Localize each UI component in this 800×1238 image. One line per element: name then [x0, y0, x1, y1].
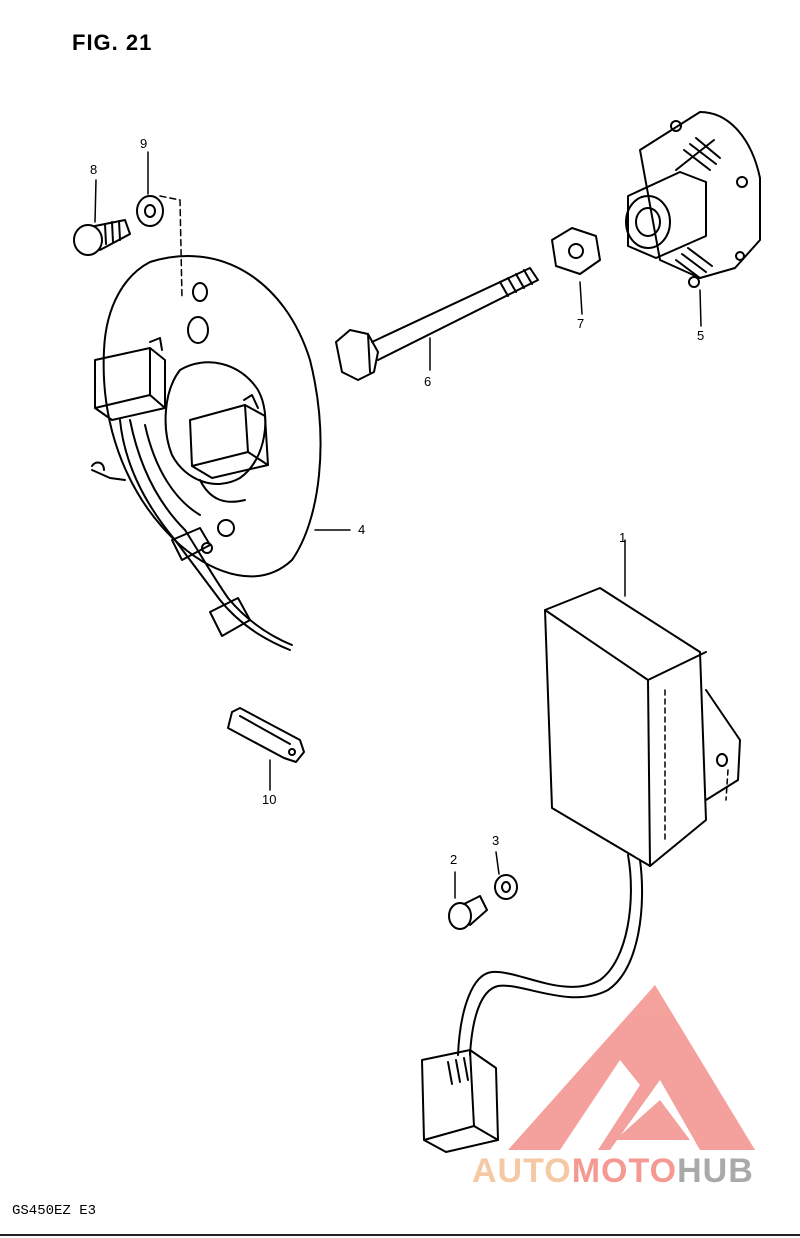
- callout-3: 3: [492, 833, 500, 848]
- automotohub-logo-icon: [508, 985, 755, 1150]
- watermark-hub: HUB: [677, 1152, 754, 1190]
- callout-4: 4: [358, 522, 366, 537]
- bottom-border: [0, 1234, 800, 1236]
- watermark-auto: AUTO: [472, 1152, 572, 1190]
- callout-10: 10: [262, 792, 277, 807]
- nut-part-7: [551, 227, 601, 275]
- governor-assembly-part-5: [625, 111, 761, 288]
- callout-9: 9: [140, 136, 148, 151]
- figure-title: FIG. 21: [72, 30, 153, 55]
- clamp-part-10: [227, 707, 305, 763]
- watermark-text: AUTOMOTOHUB: [472, 1152, 754, 1191]
- washer-part-9: [136, 195, 164, 227]
- signal-generator-plate-part-4: [91, 255, 322, 651]
- ignition-unit-part-1: [421, 587, 741, 1153]
- bolt-part-6: [335, 267, 539, 381]
- callout-5: 5: [697, 328, 705, 343]
- callout-6: 6: [424, 374, 432, 389]
- screw-part-8: [73, 219, 131, 256]
- model-code: GS450EZ E3: [12, 1203, 97, 1219]
- watermark-moto: MOTO: [571, 1152, 678, 1190]
- screw-part-2: [448, 895, 488, 930]
- callout-8: 8: [90, 162, 98, 177]
- callout-1: 1: [619, 530, 627, 545]
- washer-part-3: [494, 874, 518, 900]
- callout-7: 7: [577, 316, 585, 331]
- leader-lines: [94, 151, 729, 899]
- callout-2: 2: [450, 852, 458, 867]
